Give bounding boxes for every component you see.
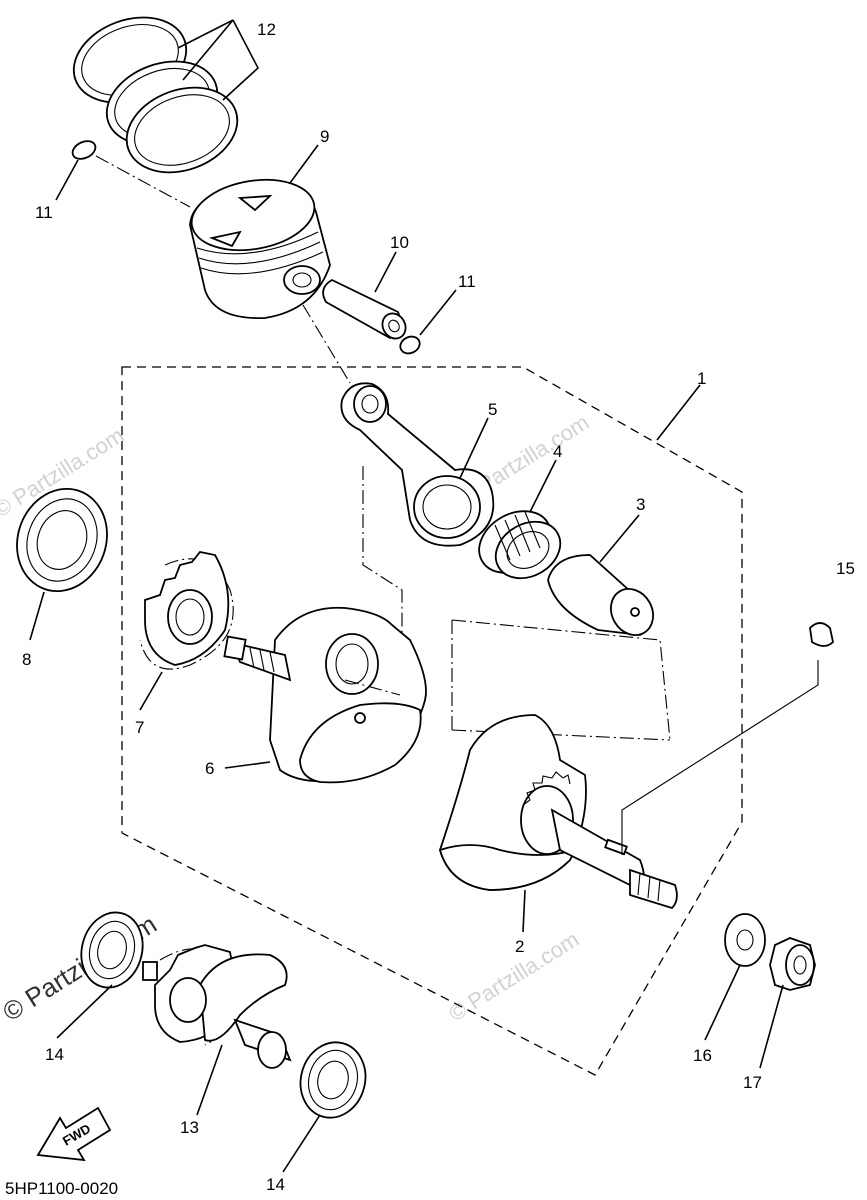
piston-pin [322, 278, 407, 340]
callout-14-left: 14 [45, 1045, 64, 1064]
callout-3: 3 [636, 495, 645, 514]
watermark-3: © Partzilla.com [444, 926, 583, 1026]
piston-rings [72, 16, 239, 174]
crankshaft-left [223, 606, 427, 784]
callout-16: 16 [693, 1046, 712, 1065]
woodruff-key [621, 622, 834, 855]
callout-2: 2 [515, 937, 524, 956]
callout-labels: 12 9 11 10 11 1 5 4 3 15 8 7 6 2 14 16 1… [22, 20, 855, 1194]
nut [769, 937, 816, 991]
piston [189, 178, 331, 319]
crankshaft-right [438, 714, 678, 910]
piston-pin-clip-left [71, 140, 97, 160]
bearing-lower-left [80, 911, 144, 989]
callout-14-bottom: 14 [266, 1175, 285, 1194]
callout-13: 13 [180, 1118, 199, 1137]
balancer-shaft [142, 944, 292, 1069]
crank-pin [547, 554, 654, 636]
callout-1: 1 [697, 369, 706, 388]
callout-8: 8 [22, 650, 31, 669]
diagram-code: 5HP1100-0020 [5, 1179, 118, 1198]
bearing-lower-right [299, 1041, 367, 1119]
connecting-rod [302, 304, 495, 547]
callout-9: 9 [320, 127, 329, 146]
piston-pin-clip-right [399, 335, 421, 355]
piston-clip-chain-line [95, 155, 191, 208]
callout-17: 17 [743, 1073, 762, 1092]
primary-drive-gear [139, 551, 234, 670]
callout-11-left: 11 [35, 203, 53, 222]
callout-5: 5 [488, 400, 497, 419]
callout-12: 12 [257, 20, 276, 39]
callout-7: 7 [135, 718, 144, 737]
assembly-boundary [121, 366, 743, 1076]
callout-4: 4 [553, 442, 562, 461]
bearing-left [16, 487, 108, 593]
needle-bearing [478, 510, 562, 580]
fwd-arrow: FWD [36, 1106, 112, 1162]
callout-15: 15 [836, 559, 855, 578]
washer [724, 913, 766, 967]
callout-6: 6 [205, 759, 214, 778]
callout-11-right: 11 [458, 272, 476, 291]
leader-lines [29, 19, 784, 1173]
callout-10: 10 [390, 233, 409, 252]
